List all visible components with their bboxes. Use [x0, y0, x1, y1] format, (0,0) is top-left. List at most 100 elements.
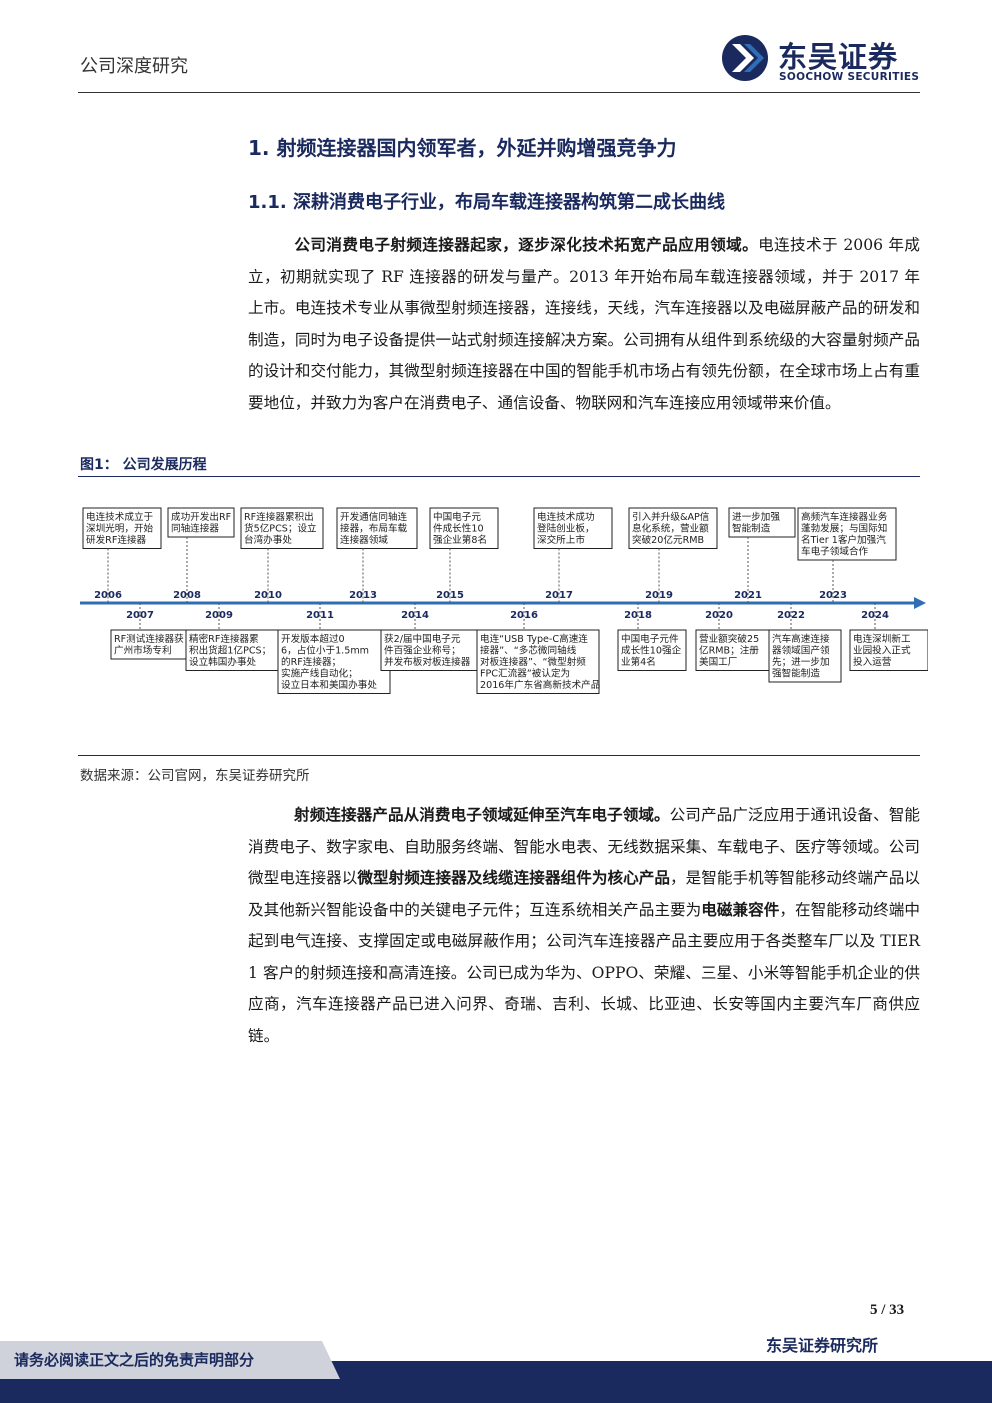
event-text: 积出货超1亿PCS； — [189, 645, 271, 657]
event-text: 名Tier 1客户加强汽 — [801, 534, 886, 546]
event-text: 进一步加强 — [732, 512, 780, 523]
event-text: 深交所上市 — [537, 534, 585, 546]
event-text: 美国工厂 — [699, 656, 737, 668]
event-text: 对板连接器”、“微型射频 — [480, 656, 586, 668]
event-text: 获2/届中国电子元 — [384, 633, 461, 645]
event-text: 汽车高速连接 — [772, 633, 830, 645]
intro-body: 电连技术于 2006 年成立，初期就实现了 RF 连接器的研发与量产。2013 … — [248, 236, 920, 412]
event-text: 2016年广东省高新技术产品 — [480, 679, 600, 691]
event-text: 高频汽车连接器业务 — [801, 511, 888, 523]
event-text: 件成长性10 — [433, 523, 484, 535]
year-label: 2013 — [349, 590, 377, 601]
product-paragraph: 射频连接器产品从消费电子领域延伸至汽车电子领域。公司产品广泛应用于通讯设备、智能… — [248, 800, 920, 1052]
event-text: 智能制造 — [732, 523, 771, 535]
year-label: 2015 — [436, 590, 464, 601]
above-event-box — [167, 507, 235, 538]
logo-english-name: SOOCHOW SECURITIES — [779, 71, 920, 83]
figure-title: 图1： 公司发展历程 — [80, 457, 207, 473]
event-text: 车电子领域合作 — [801, 546, 869, 558]
event-text: 货5亿PCS；设立 — [244, 523, 317, 535]
above-event-box — [336, 507, 418, 549]
product-body-3: ，在智能移动终端中起到电气连接、支撑固定或电磁屏蔽作用；公司汽车连接器产品主要应… — [248, 900, 920, 1045]
subsection-heading: 1.1. 深耕消费电子行业，布局车载连接器构筑第二成长曲线 — [248, 192, 725, 213]
event-text: 强企业第8名 — [433, 534, 487, 546]
figure-source: 数据来源：公司官网，东吴证券研究所 — [80, 768, 310, 784]
above-event-box — [429, 507, 499, 549]
event-text: 研发RF连接器 — [86, 534, 147, 546]
event-text: 广州市场专利 — [114, 645, 172, 657]
product-body-2: ，是智能手机等智能移动终端产品以及其他新兴智能设备中的关键电子元件；互连系统相关… — [248, 869, 920, 919]
event-text: 电连深圳新工 — [853, 633, 911, 645]
intro-paragraph: 公司消费电子射频连接器起家，逐步深化技术拓宽产品应用领域。电连技术于 2006 … — [248, 230, 920, 419]
event-text: 同轴连接器 — [171, 523, 219, 535]
event-text: 电连技术成功 — [537, 511, 595, 523]
year-label: 2006 — [94, 590, 122, 601]
company-timeline: 电连技术成立于深圳光明，开始研发RF连接器2006成功开发出RF同轴连接器200… — [80, 507, 928, 694]
logo-chinese-name: 东吴证券 — [778, 40, 899, 74]
event-text: 件百强企业称号； — [384, 645, 461, 657]
event-text: 中国电子元件 — [621, 633, 679, 645]
event-text: RF连接器累积出 — [244, 511, 314, 523]
above-event-box — [797, 507, 897, 561]
event-text: 成功开发出RF — [171, 511, 231, 523]
year-label: 2018 — [624, 610, 652, 621]
year-label: 2017 — [545, 590, 573, 601]
event-text: 强智能制造 — [772, 668, 820, 680]
year-label: 2019 — [645, 590, 673, 601]
event-text: 开发通信同轴连 — [340, 511, 408, 523]
year-label: 2016 — [510, 610, 538, 621]
event-text: 营业额突破25 — [699, 633, 759, 645]
product-bold-emc: 电磁兼容件 — [701, 900, 780, 919]
event-text: 突破20亿元RMB — [632, 534, 704, 546]
event-text: 业第4名 — [621, 656, 656, 668]
year-label: 2020 — [705, 610, 733, 621]
year-label: 2011 — [306, 610, 334, 621]
below-event-box — [476, 629, 600, 694]
event-text: 登陆创业板， — [537, 523, 595, 535]
disclaimer-link[interactable]: 请务必阅读正文之后的免责声明部分 — [14, 1351, 255, 1369]
timeline-arrow-icon — [914, 597, 926, 609]
event-text: 的RF连接器； — [281, 656, 341, 668]
above-event-box — [628, 507, 718, 549]
above-event-box — [82, 507, 162, 549]
figure-bottom-rule — [78, 755, 920, 756]
year-label: 2007 — [126, 610, 154, 621]
event-text: 中国电子元 — [433, 511, 481, 523]
event-text: 电连技术成立于 — [86, 511, 154, 523]
year-label: 2023 — [819, 590, 847, 601]
event-text: 设立韩国办事处 — [189, 656, 257, 668]
event-text: 息化系统，营业额 — [632, 523, 709, 535]
disclaimer-tab — [0, 1341, 340, 1379]
event-text: 先；进一步加 — [772, 656, 830, 668]
header-divider — [78, 92, 920, 93]
below-event-box — [617, 629, 687, 671]
event-text: 引入并升级&AP信 — [632, 511, 710, 523]
below-event-box — [849, 629, 928, 671]
event-text: 开发版本超过0 — [281, 633, 345, 645]
event-text: RF测试连接器获 — [114, 633, 184, 645]
above-event-box — [240, 507, 324, 549]
event-text: 连接器领域 — [340, 534, 388, 546]
event-text: 电连“USB Type-C高速连 — [480, 633, 588, 645]
product-bold-core: 微型射频连接器及线缆连接器组件为核心产品 — [357, 869, 670, 887]
product-body-1: 公司产品广泛应用于通讯设备、智能消费电子、数字家电、自助服务终端、智能水电表、无… — [248, 806, 920, 887]
event-text: 亿RMB；注册 — [699, 645, 759, 657]
intro-bold-lead: 公司消费电子射频连接器起家，逐步深化技术拓宽产品应用领域。 — [294, 236, 759, 254]
event-text: 业园投入正式 — [853, 645, 911, 657]
year-label: 2014 — [401, 610, 429, 621]
year-label: 2010 — [254, 590, 282, 601]
below-event-box — [768, 629, 842, 683]
event-text: 实施产线自动化； — [281, 668, 358, 680]
below-event-box — [695, 629, 771, 671]
event-text: 台湾办事处 — [244, 534, 292, 546]
event-text: 蓬勃发展；与国际知 — [801, 523, 887, 535]
event-text: 接器”、“多芯微同轴线 — [480, 645, 577, 657]
above-event-box — [728, 507, 796, 538]
event-text: 成长性10强企 — [621, 645, 682, 657]
event-text: FPC汇流器”被认定为 — [480, 668, 570, 680]
section-heading: 1. 射频连接器国内领军者，外延并购增强竞争力 — [248, 136, 677, 160]
event-text: 精密RF连接器累 — [189, 633, 259, 645]
page-number: 5 / 33 — [870, 1302, 905, 1318]
below-event-box — [185, 629, 281, 671]
footer-org: 东吴证券研究所 — [766, 1336, 879, 1355]
